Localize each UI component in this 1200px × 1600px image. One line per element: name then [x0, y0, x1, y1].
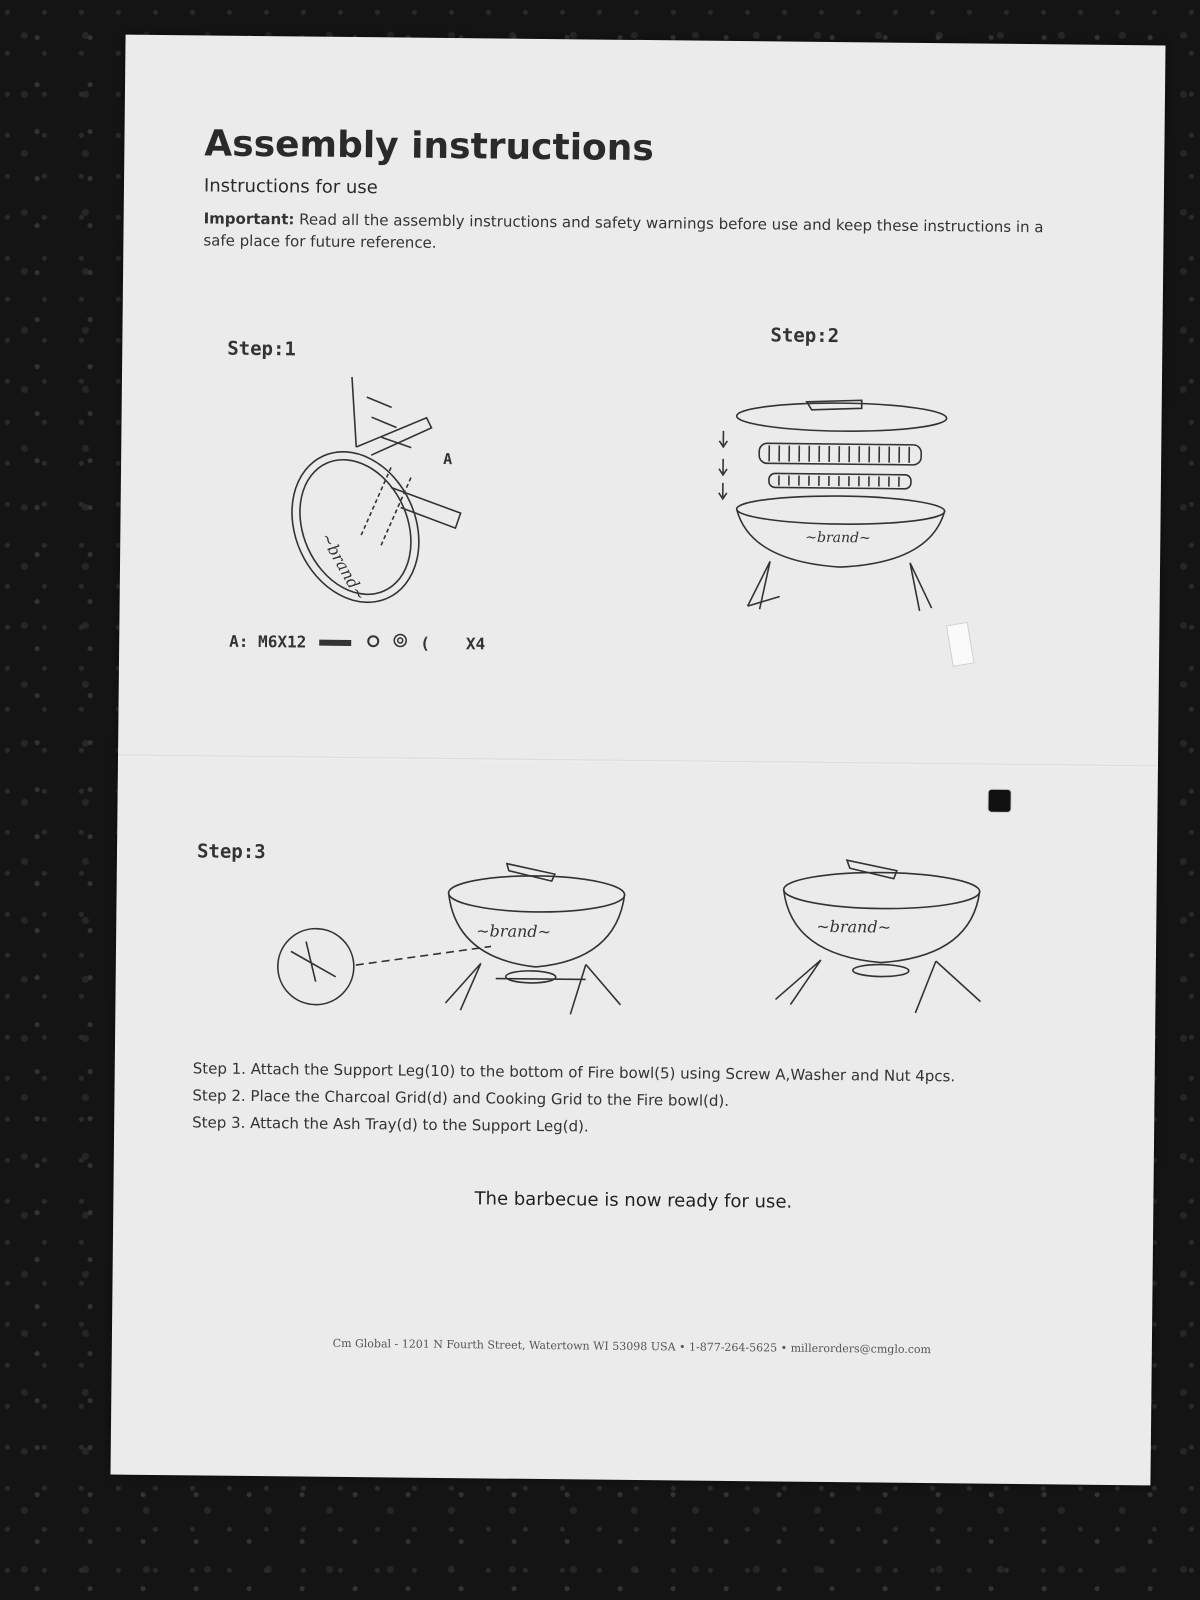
- important-text: Read all the assembly instructions and s…: [203, 210, 1044, 252]
- lock-washer-icon: (: [420, 633, 431, 653]
- hardware-label: A: M6X12: [229, 631, 307, 652]
- paper-fold-line: [118, 754, 1158, 768]
- hardware-list: A: M6X12 ( X4: [229, 631, 485, 654]
- important-notice: Important: Read all the assembly instruc…: [203, 207, 1073, 260]
- step-3-label: Step:3: [196, 840, 266, 864]
- svg-text:~brand~: ~brand~: [805, 530, 871, 547]
- paper-hole: [987, 788, 1012, 813]
- instruction-sheet: Assembly instructions Instructions for u…: [110, 34, 1166, 1486]
- important-label: Important:: [203, 209, 295, 229]
- hardware-quantity: X4: [465, 633, 486, 653]
- svg-text:~brand~: ~brand~: [816, 917, 891, 937]
- step-2-label: Step:2: [770, 324, 840, 348]
- step-2-diagram: ~brand~: [709, 381, 952, 624]
- ready-message: The barbecue is now ready for use.: [474, 1188, 793, 1213]
- svg-text:~brand~: ~brand~: [317, 529, 370, 603]
- screw-icon: [318, 632, 354, 651]
- company-footer: Cm Global - 1201 N Fourth Street, Watert…: [332, 1336, 932, 1357]
- svg-text:~brand~: ~brand~: [476, 921, 551, 941]
- step-3-assembly-diagram: ~brand~: [435, 818, 637, 1020]
- step-1-diagram: ~brand~: [269, 336, 512, 618]
- page-title: Assembly instructions: [204, 123, 655, 170]
- washer-icon: [366, 633, 380, 652]
- nut-icon: [392, 632, 408, 652]
- step-3-final-diagram: ~brand~: [765, 819, 997, 1021]
- step-3-detail-diagram: [265, 856, 497, 1008]
- instruction-steps: Step 1. Attach the Support Leg(10) to th…: [192, 1055, 1053, 1145]
- paper-tear: [945, 621, 975, 667]
- page-subtitle: Instructions for use: [203, 175, 378, 199]
- step-1-callout-a: A: [443, 449, 453, 469]
